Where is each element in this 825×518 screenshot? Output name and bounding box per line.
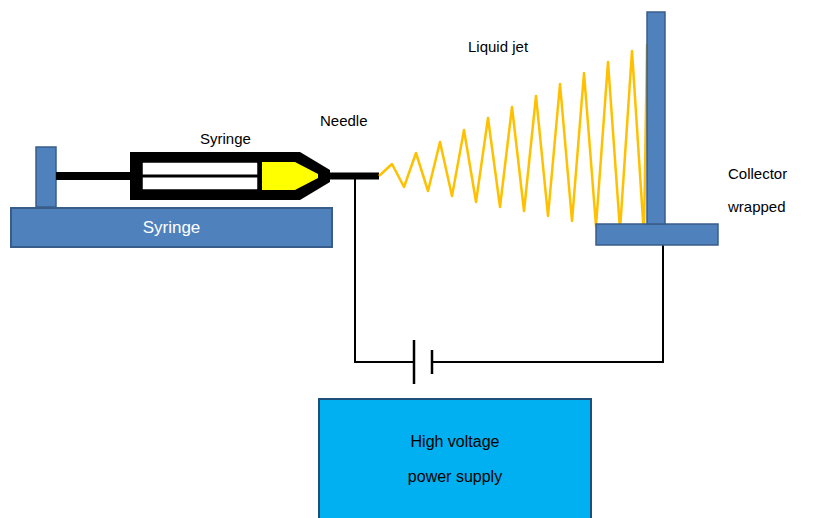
collector-label: Collector wrapped <box>728 157 813 223</box>
jet-label: Liquid jet <box>468 38 568 56</box>
battery-plate <box>413 340 416 384</box>
needle-label: Needle <box>320 112 390 130</box>
syringe-label: Syringe <box>200 130 280 148</box>
plunger-rod <box>56 172 135 180</box>
node-text: Syringe <box>143 218 201 238</box>
plunger-rod <box>142 175 258 178</box>
liquid-jet <box>379 44 647 236</box>
wire <box>355 176 413 362</box>
battery-plate <box>431 350 434 374</box>
wire <box>432 245 663 362</box>
polymer-solution <box>262 162 318 190</box>
needle <box>328 173 379 180</box>
power-supply-box: High voltage power supply <box>318 398 592 518</box>
pump-post <box>36 147 56 207</box>
node-text: High voltage power supply <box>393 424 518 494</box>
collector-plate <box>647 12 665 224</box>
syringe-body <box>130 152 330 200</box>
collector-base <box>596 224 718 245</box>
syringe-barrel <box>142 162 258 190</box>
pump-base: Syringe <box>10 207 333 248</box>
